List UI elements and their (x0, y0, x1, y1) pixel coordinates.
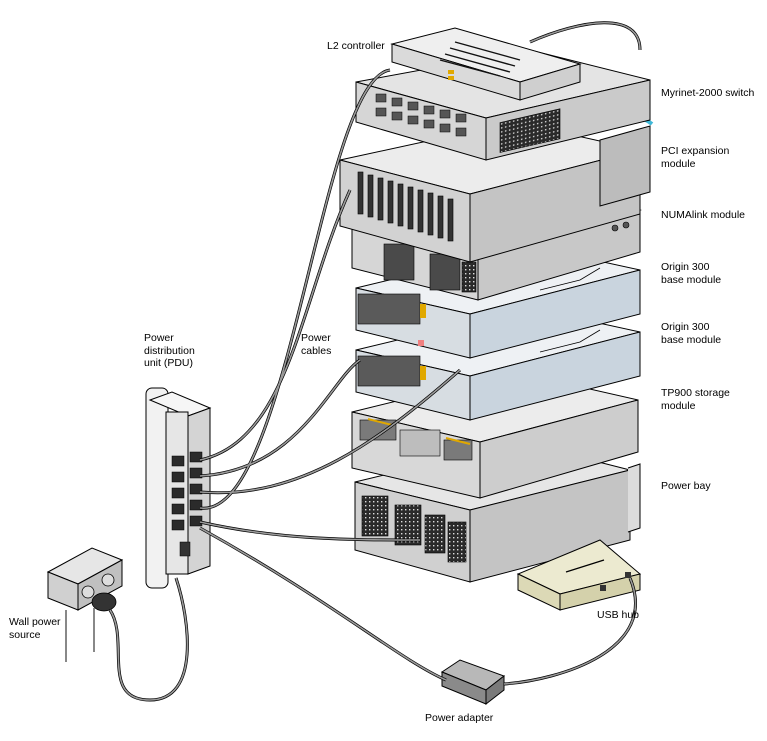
power-supply-vent (394, 504, 422, 546)
label-tp900: TP900 storage module (661, 387, 730, 412)
l2-label-plate (439, 41, 521, 77)
wall-power-source (46, 547, 124, 662)
label-pci-expansion: PCI expansion module (661, 145, 730, 170)
power-supply-vent (361, 495, 389, 537)
label-myrinet-switch: Myrinet-2000 switch (661, 87, 755, 99)
power-distribution-unit (145, 387, 212, 589)
pdu-power-switch[interactable] (179, 541, 191, 557)
wall-plug (91, 592, 117, 612)
label-origin-base-2: Origin 300 base module (661, 321, 722, 346)
pdu-mount-plate (145, 387, 169, 589)
label-origin-base-1: Origin 300 base module (661, 261, 722, 286)
label-l2-controller: L2 controller (327, 40, 385, 52)
power-adapter (440, 659, 506, 706)
power-supply-vent (447, 521, 467, 563)
rack-handle (627, 463, 641, 533)
pdu-outlets (171, 451, 203, 531)
label-power-cables: Power cables (301, 332, 332, 357)
power-supply-vent (424, 514, 446, 554)
l2-controller (390, 27, 582, 101)
label-power-adapter: Power adapter (425, 712, 494, 724)
power-bay (354, 441, 641, 583)
label-pdu: Power distribution unit (PDU) (144, 332, 195, 369)
myrinet-2000-switch (355, 49, 651, 161)
pci-slots (357, 171, 454, 242)
label-wall-power: Wall power source (9, 616, 61, 641)
usb-hub (516, 539, 642, 611)
pci-side-panel (599, 125, 651, 207)
label-numalink: NUMAlink module (661, 209, 746, 221)
switch-ports (375, 93, 467, 137)
label-usb-hub: USB hub (597, 609, 640, 621)
label-power-bay: Power bay (661, 480, 711, 492)
